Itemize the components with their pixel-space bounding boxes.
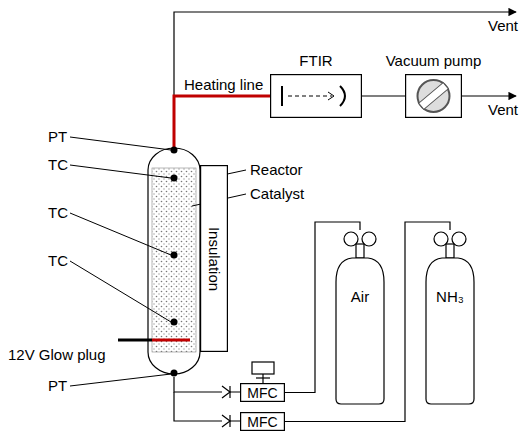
cylinder-body [426,258,474,404]
detector [281,86,283,106]
part-label: TC [48,204,68,221]
device-name: FTIR [299,52,332,69]
part-label: Catalyst [250,185,304,202]
drawing-part [70,213,171,255]
drawing-part [152,339,190,342]
drawing-part [152,168,196,352]
valve-neck [446,244,454,258]
drawing-part [171,319,178,326]
part-label: Vent [488,101,518,118]
vacuum-pump-box: Vacuum pump [405,74,462,118]
drawing-part [252,362,274,374]
gas-line [362,95,405,96]
drawing-part [70,261,171,322]
drawing-part [118,339,152,342]
drawing-part [70,137,171,150]
node-shape [425,230,475,405]
insulation-outline [201,166,228,352]
drawing-part [252,362,274,383]
box-label: Insulation [205,226,222,290]
box-label: MFC [247,413,277,429]
gas-name: NH₃ [436,288,464,305]
drawing-part [171,175,178,182]
drawing-part [222,386,230,427]
insulation-box: Insulation [200,165,228,352]
drawing-part [229,415,230,427]
drawing-part [462,95,516,96]
part-label: 12V Glow plug [8,346,106,363]
mfc-outline [241,413,285,431]
drawing-part [171,252,178,259]
mirror [340,86,345,106]
drawing-part [222,415,230,427]
gas-name: Air [351,288,369,305]
gas-line [285,222,450,422]
ftir-box: FTIR [270,74,362,118]
mfc-box: MFC [240,383,285,402]
drawing-part [171,147,178,154]
pump-housing [406,75,462,118]
beam-head [328,92,334,100]
drawing-part [70,374,171,386]
drawing-part [174,96,270,150]
drawing-part [148,148,200,374]
node-shape [335,230,385,405]
gas-cylinder: NH₃ [425,230,475,405]
drawing-part [256,377,270,378]
part-label: Reactor [250,161,303,178]
pump-rotor [418,80,450,112]
part-label: PT [48,128,67,145]
beam [288,96,332,97]
drawing-part [171,370,178,377]
valve-neck [356,244,364,258]
node-shape [405,74,462,118]
pump-vane [419,83,449,110]
drawing-part [222,386,230,398]
cylinder-body [336,258,384,404]
part-label: Heating line [184,76,263,93]
ftir-housing [271,75,362,118]
mfc-outline [241,384,285,402]
drawing-part [229,386,230,398]
part-label: TC [48,156,68,173]
drawing-part [70,165,171,178]
gas-cylinder: Air [335,230,385,405]
node-shape [270,74,362,118]
part-label: TC [48,252,68,269]
mfc-box: MFC [240,412,285,431]
box-label: MFC [247,384,277,400]
device-name: Vacuum pump [386,52,482,69]
part-label: PT [48,377,67,394]
part-label: Vent [488,17,518,34]
